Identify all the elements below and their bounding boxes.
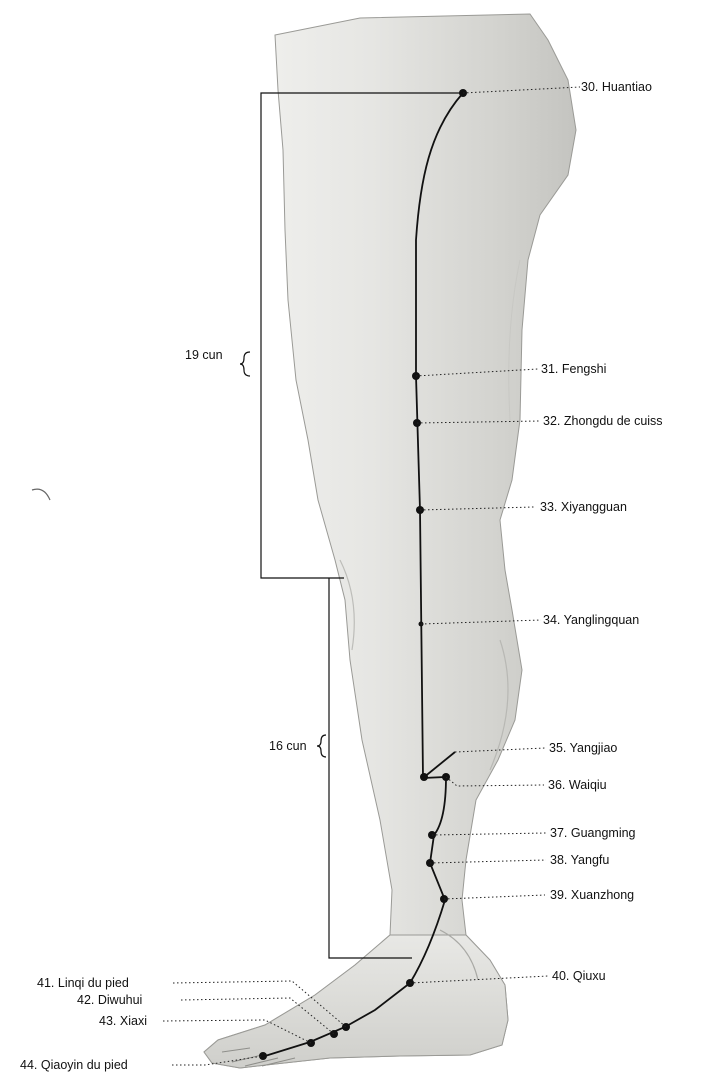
label-39: 39. Xuanzhong [550, 888, 634, 902]
margin-mark [32, 489, 50, 500]
label-30: 30. Huantiao [581, 80, 652, 94]
label-41: 41. Linqi du pied [37, 976, 129, 990]
point-42 [330, 1030, 338, 1038]
point-35 [420, 773, 428, 781]
label-34: 34. Yanglingquan [543, 613, 639, 627]
label-43: 43. Xiaxi [99, 1014, 147, 1028]
label-35: 35. Yangjiao [549, 741, 617, 755]
upper-brace [240, 352, 250, 376]
label-33: 33. Xiyangguan [540, 500, 627, 514]
point-41 [342, 1023, 350, 1031]
leg-illustration [204, 14, 576, 1068]
label-37: 37. Guangming [550, 826, 636, 840]
lower-brace [317, 735, 326, 757]
label-44: 44. Qiaoyin du pied [20, 1058, 128, 1072]
label-42: 42. Diwuhui [77, 993, 142, 1007]
label-38: 38. Yangfu [550, 853, 609, 867]
label-40: 40. Qiuxu [552, 969, 606, 983]
upper-measure-label: 19 cun [185, 348, 223, 362]
lower-measure-label: 16 cun [269, 739, 307, 753]
leg-outline [204, 14, 576, 1068]
label-36: 36. Waiqiu [548, 778, 607, 792]
label-31: 31. Fengshi [541, 362, 606, 376]
label-32: 32. Zhongdu de cuiss [543, 414, 663, 428]
